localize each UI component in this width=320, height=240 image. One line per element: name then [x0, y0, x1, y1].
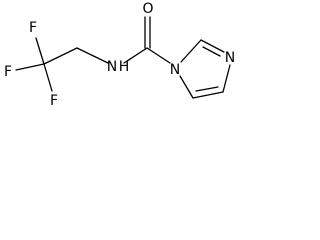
bond-c2-n3-outer	[200, 39, 225, 53]
atom-fluorine-top: F	[29, 20, 37, 36]
atom-oxygen-carbonyl: O	[142, 1, 153, 17]
bond-layer	[15, 16, 231, 99]
bond-c5-n1	[179, 75, 194, 99]
atom-hydrogen-amide: H	[119, 59, 130, 75]
bond-cf3-f-left	[15, 63, 45, 71]
bond-n1-c2	[180, 39, 202, 63]
bond-c2-n3-inner	[202, 46, 221, 57]
bond-cf3-ch2	[43, 47, 78, 65]
bond-carbonyl-ring-n	[146, 47, 171, 64]
bond-c4-c5-outer	[192, 91, 224, 99]
bond-c4-c5-inner	[195, 86, 219, 92]
bond-n3-c4	[222, 64, 231, 93]
atom-fluorine-left: F	[4, 64, 12, 80]
atom-nitrogen-amide: N	[107, 59, 117, 75]
atom-fluorine-bottom: F	[50, 93, 58, 109]
bond-cf3-f-top	[35, 37, 45, 65]
bond-nh-carbonyl	[123, 47, 148, 64]
bond-cf3-f-bottom	[43, 63, 53, 92]
atom-label-layer: F F F O N H N N	[4, 1, 235, 109]
atom-nitrogen-ring-1: N	[170, 62, 180, 78]
chemical-structure: F F F O N H N N	[4, 1, 235, 109]
bond-ch2-nh	[76, 47, 109, 64]
atom-nitrogen-ring-3: N	[225, 50, 235, 66]
